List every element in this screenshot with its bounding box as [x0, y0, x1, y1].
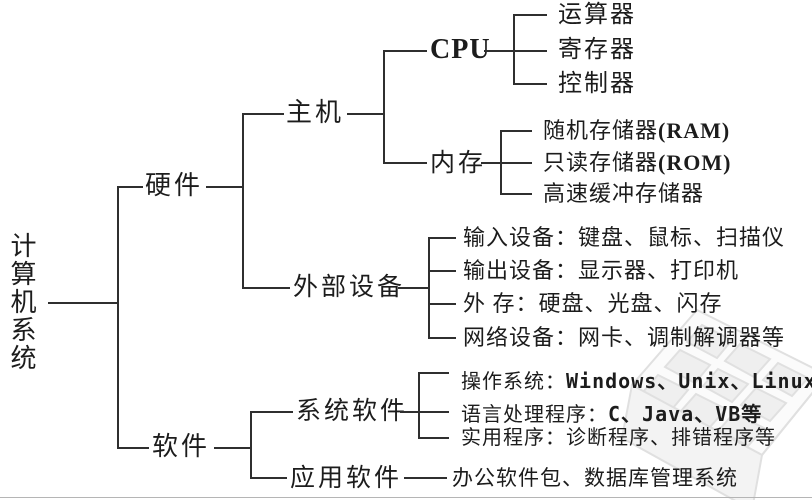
connector-root	[48, 302, 117, 304]
connector-host-vertical	[383, 50, 385, 164]
node-peripherals: 外部设备	[293, 274, 406, 301]
connector-storage-tick	[428, 303, 456, 305]
connector-cpu-bracket	[513, 14, 515, 85]
ram-paren: (RAM)	[658, 118, 731, 143]
connector-peripherals-out	[398, 287, 428, 289]
node-software: 软件	[152, 432, 211, 461]
connector-hardware-out	[206, 186, 243, 188]
connector-app-sw-in	[250, 477, 287, 479]
connector-software-out	[214, 447, 250, 449]
connector-output-tick	[428, 270, 456, 272]
connector-alu-tick	[513, 14, 547, 16]
lang-label: 语言处理程序：	[461, 404, 608, 426]
node-operating-systems: 操作系统：Windows、Unix、Linux	[461, 370, 812, 393]
connector-system-sw-out	[400, 411, 449, 413]
node-host: 主机	[286, 98, 345, 127]
connector-memory-in	[383, 162, 427, 164]
connector-input-tick	[428, 237, 456, 239]
connector-cache-tick	[500, 193, 532, 195]
connector-host-out	[347, 113, 384, 115]
connector-app-sw-out	[404, 477, 447, 479]
util-label: 实用程序：	[461, 427, 566, 449]
connector-rom-tick	[500, 162, 532, 164]
connector-peripherals-bracket	[428, 237, 430, 338]
connector-cpu-in	[383, 50, 427, 52]
rom-paren: (ROM)	[658, 150, 732, 175]
connector-software-in	[117, 447, 149, 449]
connector-ram-tick	[500, 130, 532, 132]
lang-values: C、Java、VB等	[608, 402, 763, 426]
node-rom: 只读存储器(ROM)	[543, 150, 732, 175]
node-register: 寄存器	[558, 37, 636, 63]
connector-hardware-in	[117, 186, 143, 188]
node-system-software: 系统软件	[296, 398, 409, 425]
rom-name: 只读存储器	[543, 150, 659, 175]
node-cpu: CPU	[430, 34, 491, 65]
node-utilities: 实用程序：诊断程序、排错程序等	[461, 427, 776, 449]
connector-host-in	[242, 113, 284, 115]
connector-software-vertical	[250, 411, 252, 479]
node-controller: 控制器	[558, 71, 636, 97]
node-office-and-dbms: 办公软件包、数据库管理系统	[452, 466, 738, 490]
connector-memory-out	[481, 162, 500, 164]
node-language-processors: 语言处理程序：C、Java、VB等	[461, 403, 762, 426]
os-values: Windows、Unix、Linux	[566, 369, 812, 393]
connector-cpu-out	[484, 50, 513, 52]
node-network-devices: 网络设备：网卡、调制解调器等	[463, 325, 786, 350]
connector-util-tick	[418, 437, 449, 439]
connector-system-sw-bracket	[418, 372, 420, 439]
node-hardware: 硬件	[145, 171, 204, 200]
node-external-storage: 外 存：硬盘、光盘、闪存	[463, 291, 723, 316]
ram-name: 随机存储器	[543, 118, 659, 143]
connector-network-tick	[428, 337, 456, 339]
connector-os-tick	[418, 372, 449, 374]
os-label: 操作系统：	[461, 371, 566, 393]
util-values: 诊断程序、排错程序等	[566, 427, 776, 449]
node-output-devices: 输出设备：显示器、打印机	[463, 258, 740, 283]
node-ram: 随机存储器(RAM)	[543, 118, 731, 143]
node-memory: 内存	[430, 150, 487, 177]
connector-l1-vertical	[117, 186, 119, 449]
node-application-software: 应用软件	[290, 465, 403, 492]
node-input-devices: 输入设备：键盘、鼠标、扫描仪	[463, 225, 786, 250]
bottom-edge-line	[0, 497, 812, 498]
node-alu: 运算器	[558, 2, 636, 28]
connector-register-tick	[513, 50, 547, 52]
cache-name: 高速缓冲存储器	[543, 181, 705, 206]
connector-peripherals-in	[242, 287, 290, 289]
connector-hardware-vertical	[242, 113, 244, 289]
node-cache: 高速缓冲存储器	[543, 181, 705, 206]
connector-controller-tick	[513, 83, 547, 85]
connector-system-sw-in	[250, 411, 293, 413]
node-computer-system: 计算机系统	[7, 232, 36, 372]
